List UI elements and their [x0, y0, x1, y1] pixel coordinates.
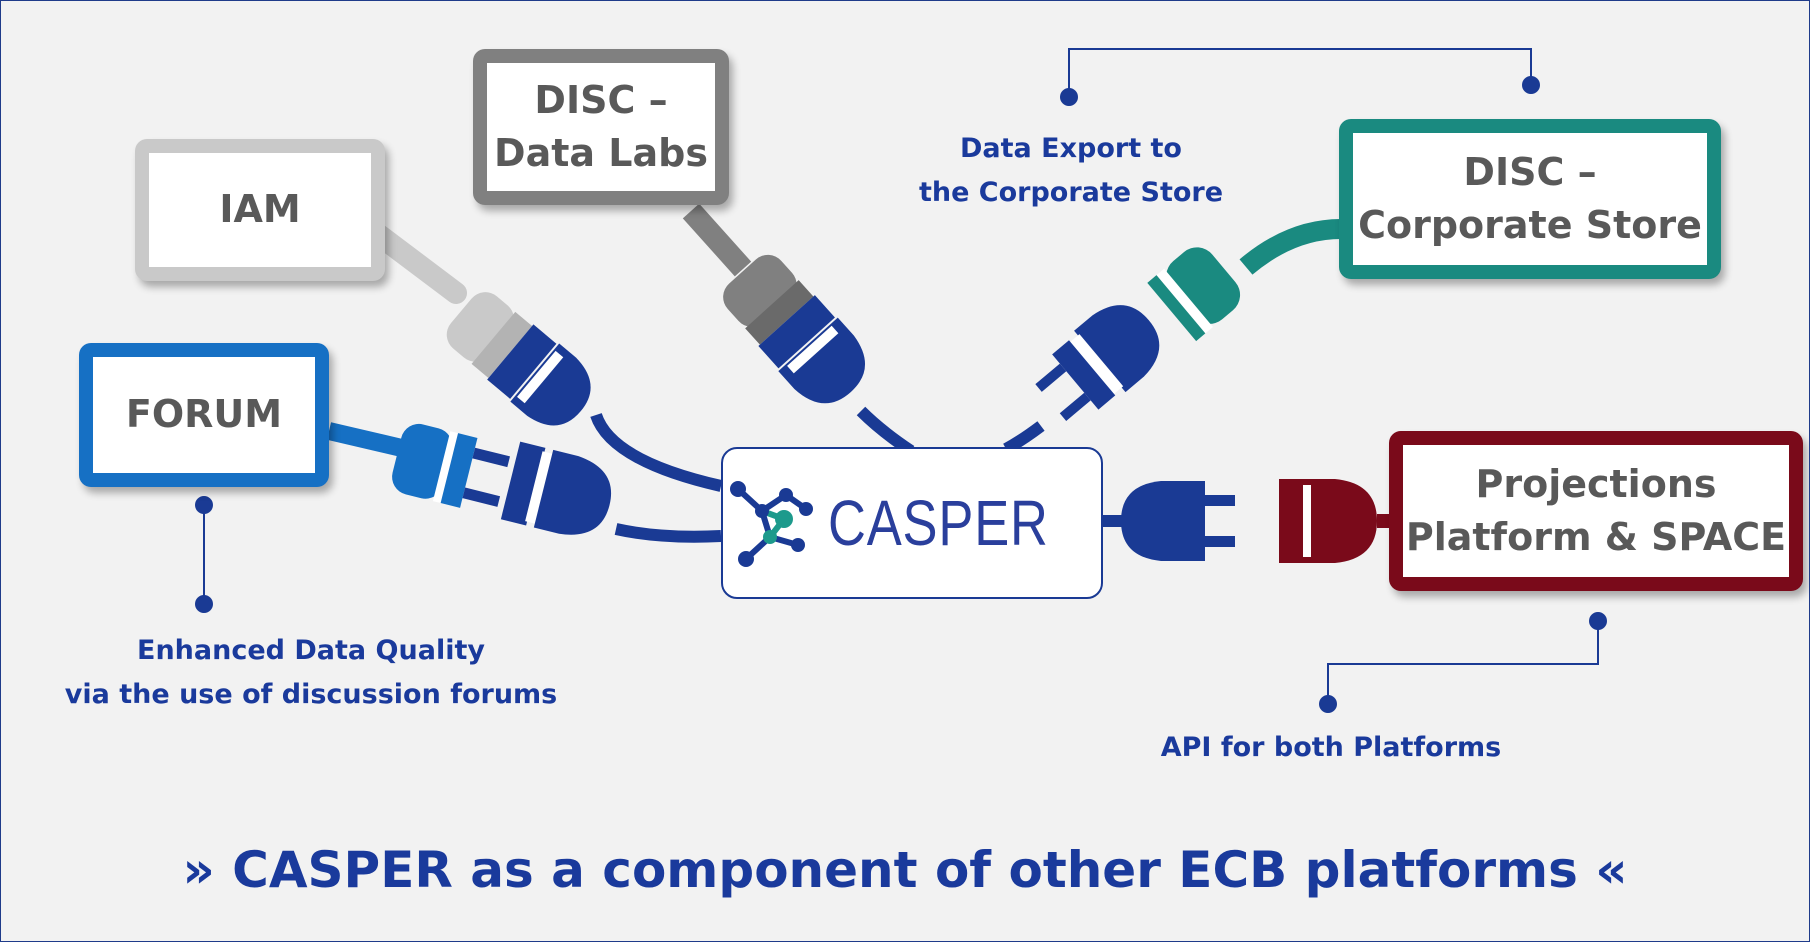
- corporate-store-socket-icon: [1035, 305, 1160, 421]
- casper-network-icon: [730, 481, 814, 567]
- forum-socket-icon: [500, 441, 611, 535]
- data-labs-connector: [682, 203, 915, 456]
- casper-wordmark: CASPER: [828, 487, 1050, 559]
- projections-plug-icon: [1279, 479, 1377, 563]
- iam-cable-navy: [590, 412, 723, 492]
- forum-plug-icon: [392, 423, 510, 508]
- export-bracket: [1060, 48, 1540, 106]
- corporate-store-platform-box: DISC – Corporate Store: [1339, 119, 1721, 279]
- iam-platform-box: IAM: [135, 139, 385, 281]
- casper-logo-box: CASPER: [721, 447, 1103, 599]
- footer-tagline: » CASPER as a component of other ECB pla…: [182, 841, 1628, 899]
- data-export-note: Data Export to the Corporate Store: [918, 133, 1224, 208]
- api-bracket: [1319, 612, 1607, 713]
- corporate-store-plug-icon: [1147, 247, 1241, 342]
- corporate-store-connector: [1003, 219, 1342, 455]
- api-note: API for both Platforms: [1160, 732, 1502, 763]
- forum-connector: [326, 422, 722, 543]
- forum-platform-box: FORUM: [79, 343, 329, 487]
- data-labs-plug-icon: [723, 254, 865, 404]
- iam-connector: [360, 218, 723, 492]
- projections-platform-box: Projections Platform & SPACE: [1389, 431, 1803, 591]
- forum-quality-note: Enhanced Data Quality via the use of dis…: [64, 635, 558, 710]
- projections-socket-icon: [1121, 481, 1235, 561]
- forum-bracket: [195, 496, 213, 613]
- data-labs-platform-box: DISC – Data Labs: [473, 49, 729, 205]
- projections-connector: [1103, 479, 1393, 563]
- iam-plug-icon: [446, 292, 591, 426]
